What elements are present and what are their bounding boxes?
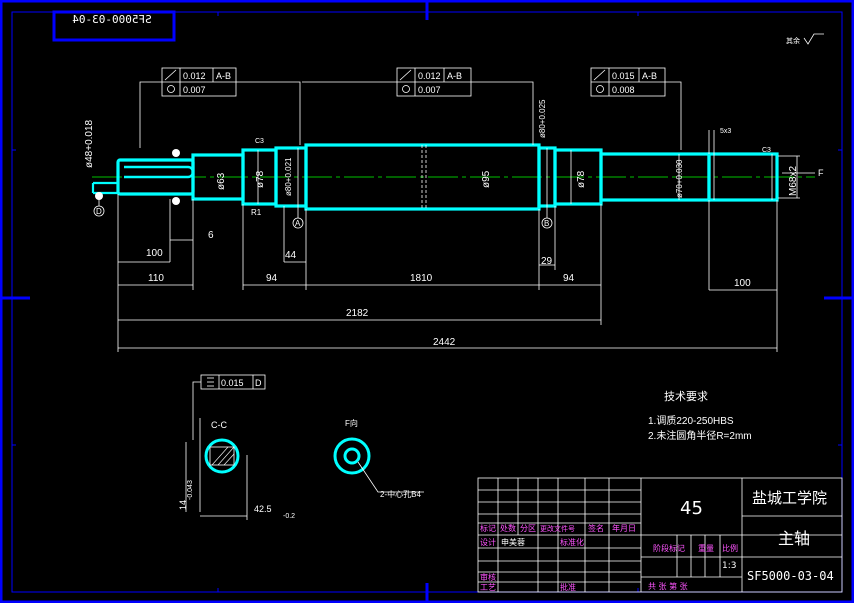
tf1-datum: A-B	[216, 71, 231, 81]
cc-dim-42: 42.5	[254, 504, 272, 514]
tf2-datum: A-B	[447, 71, 462, 81]
tb-stage: 阶段标记	[653, 543, 685, 553]
tb-h3: 更改文件号	[540, 524, 575, 533]
tb-material: 45	[680, 498, 703, 519]
tolerance-symbols	[164, 69, 606, 93]
keyway-5x3: 5x3	[720, 128, 731, 135]
datum-b: B	[544, 219, 549, 228]
view-f-title: F向	[345, 418, 358, 428]
view-f-label: F	[818, 168, 824, 178]
tb-school: 盐城工学院	[752, 489, 827, 507]
tb-scale-label: 比例	[722, 543, 738, 553]
dim-2182: 2182	[346, 308, 369, 319]
tb-drawing-no: SF5000-03-04	[747, 569, 834, 583]
dim-6: 6	[208, 230, 214, 241]
tolerance-frames	[139, 67, 682, 150]
dim-94a: 94	[266, 273, 278, 284]
tb-h0: 标记	[480, 523, 496, 533]
dim-d80a: ø80+0.021	[284, 157, 293, 196]
cc-dim-14: 14	[178, 500, 188, 510]
dim-d63: ø63	[216, 172, 227, 190]
tb-h2: 分区	[520, 524, 536, 533]
dim-94b: 94	[563, 273, 575, 284]
tf1-cyl: 0.007	[183, 85, 206, 95]
dim-d78a: ø78	[255, 170, 266, 188]
dim-44: 44	[285, 250, 297, 261]
tb-check: 审核	[480, 572, 496, 582]
roughness-note: 其余	[786, 36, 800, 45]
cc-dim-14-tol: -0.043	[187, 480, 194, 500]
tb-design-name: 申美蓉	[501, 537, 525, 547]
cc-flatness-value: 0.015	[221, 378, 244, 388]
tech-req-line2: 2.未注圆角半径R=2mm	[648, 429, 752, 442]
tb-h5: 年月日	[612, 523, 636, 533]
section-cc-hatch	[211, 446, 235, 466]
view-f-inner	[343, 447, 361, 465]
tb-process: 工艺	[480, 583, 496, 592]
section-cc-circle	[204, 438, 240, 474]
title-block-headers: 标记 处数 分区 更改文件号 签名 年月日 设计 标准化 审核 工艺 批准 阶段…	[480, 523, 738, 592]
dim-1810: 1810	[410, 273, 433, 284]
length-dims: 100 6 110 94 44 1810 29 94 100 2182 2442	[146, 230, 751, 348]
datum-d: D	[96, 207, 102, 216]
tf2-runout: 0.012	[418, 71, 441, 81]
diameter-labels: ø48+0.018 ø63 ø78 ø80+0.021 ø95 ø80+0.02…	[84, 99, 799, 198]
datum-markers	[93, 196, 553, 229]
tb-scale: 1:3	[722, 561, 736, 571]
chamfer-c3-left: C3	[255, 138, 264, 145]
tf2-cyl: 0.007	[418, 85, 441, 95]
dim-2442: 2442	[433, 337, 456, 348]
tb-h4: 签名	[588, 523, 604, 533]
dim-d78b: ø78	[576, 170, 587, 188]
tf3-runout: 0.015	[612, 71, 635, 81]
tf3-datum: A-B	[642, 71, 657, 81]
section-cc-title: C-C	[211, 420, 227, 430]
shaft-outline	[91, 143, 779, 211]
view-f-outer	[333, 437, 371, 475]
chamfer-c3-right: C3	[762, 147, 771, 154]
dim-d48: ø48+0.018	[84, 119, 95, 168]
dim-m68: M68x2	[788, 166, 799, 196]
zone-ticks	[12, 12, 842, 592]
dimension-lines	[117, 130, 800, 352]
section-cc-key	[209, 446, 235, 466]
corner-code: SF5000-03-04	[72, 13, 152, 26]
dim-100b: 100	[734, 278, 751, 289]
tb-sheets: 共 张 第 张	[648, 581, 688, 591]
tolerance-frame-text: 0.012 A-B 0.007 0.012 A-B 0.007 0.015 A-…	[183, 71, 657, 95]
tb-part-name: 主轴	[778, 529, 810, 548]
tech-req-title: 技术要求	[664, 390, 708, 403]
dim-d95: ø95	[481, 170, 492, 188]
dim-r1: R1	[251, 208, 262, 217]
tb-approve: 批准	[560, 582, 576, 592]
datum-a: A	[295, 219, 301, 228]
tb-weight: 重量	[698, 543, 714, 553]
tf3-cyl: 0.008	[612, 85, 635, 95]
dim-d80b: ø80+0.025	[538, 99, 547, 138]
view-f-leader	[357, 461, 424, 493]
tech-req-line1: 1.调质220-250HBS	[648, 415, 734, 427]
tf1-runout: 0.012	[183, 71, 206, 81]
tb-design: 设计	[480, 537, 496, 547]
code-box	[52, 10, 176, 42]
shaft-details	[257, 145, 773, 209]
dim-110: 110	[148, 273, 164, 284]
section-cc-frame	[185, 374, 266, 520]
cc-flatness-datum: D	[255, 378, 262, 388]
dim-d70: ø70+0.030	[675, 159, 684, 198]
tb-std: 标准化	[560, 537, 584, 547]
title-block-grid	[477, 477, 843, 593]
inner-border	[11, 11, 843, 593]
tb-h1: 处数	[500, 523, 516, 533]
dim-100a: 100	[146, 248, 163, 259]
cc-dim-42-tol: -0.2	[283, 513, 295, 520]
dim-29: 29	[541, 256, 553, 267]
roughness-symbol	[803, 33, 824, 45]
view-f-note: 2-中心孔B4	[380, 489, 421, 499]
